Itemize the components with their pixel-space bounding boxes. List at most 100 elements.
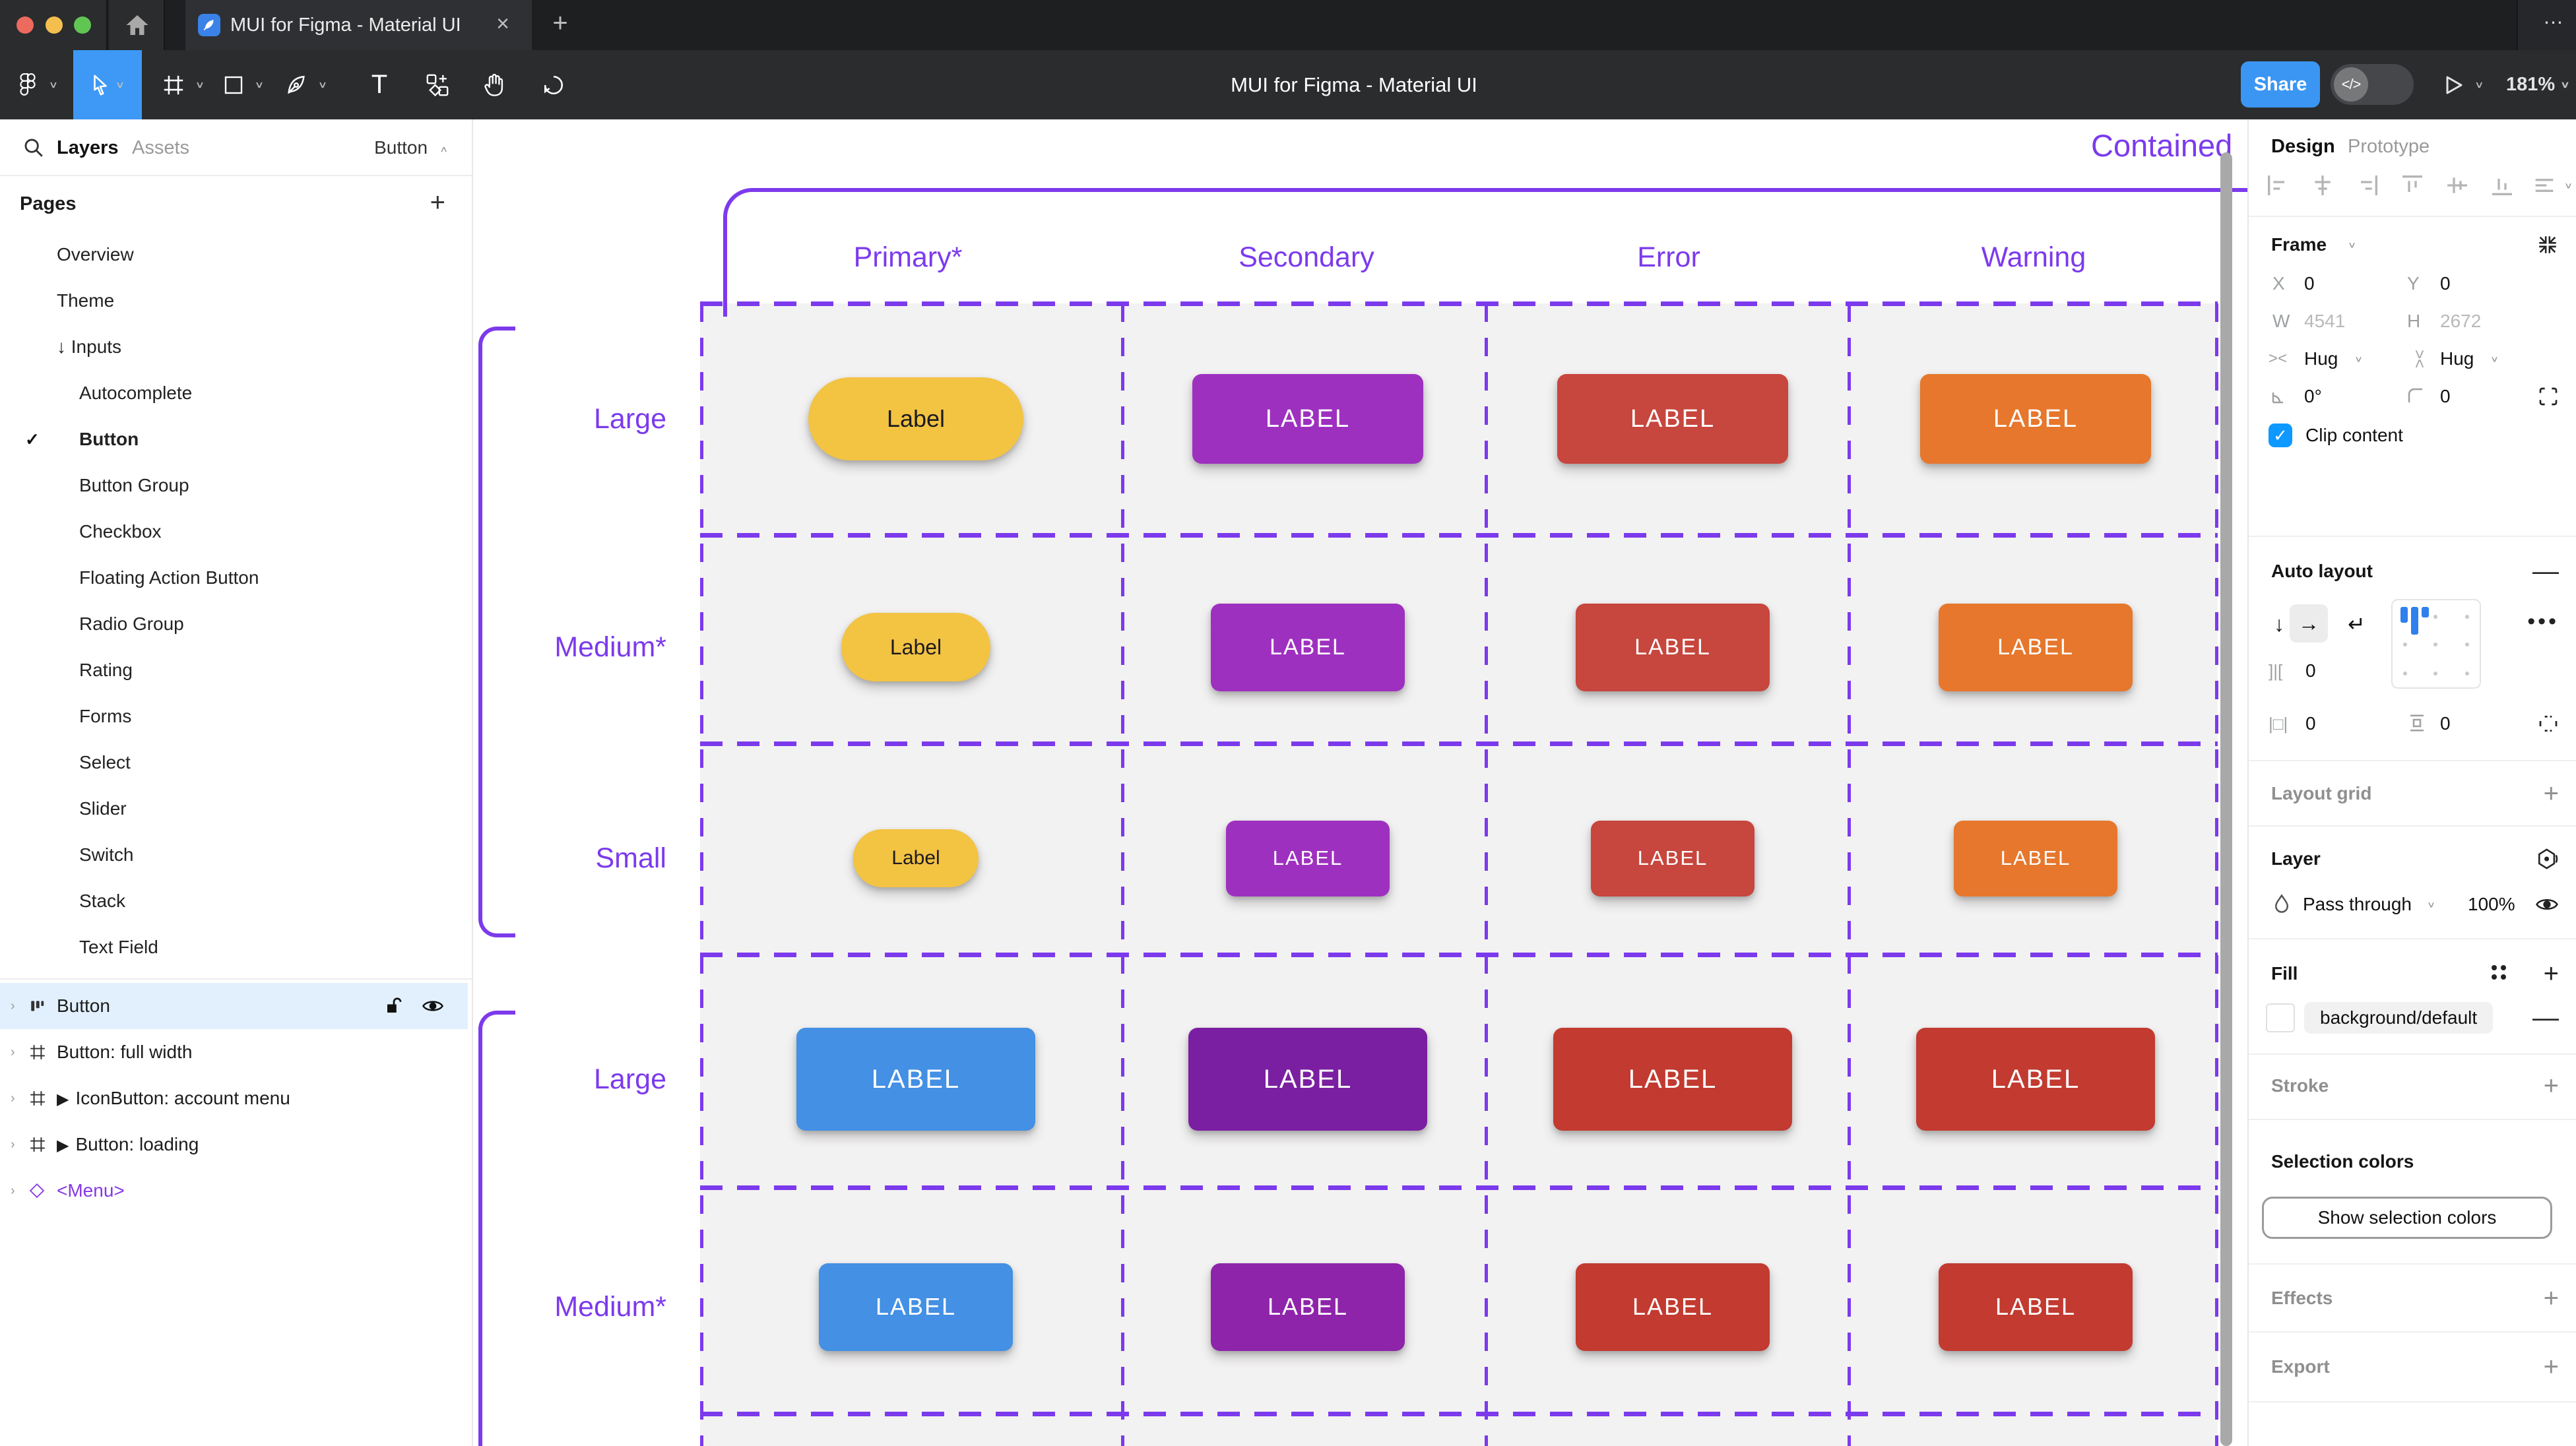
mui-button-medium-error[interactable]: LABEL [1576, 1263, 1770, 1351]
minimize-window-button[interactable] [46, 16, 63, 34]
zoom-window-button[interactable] [74, 16, 91, 34]
frame-section-title[interactable]: Frame [2271, 234, 2327, 255]
layer-row[interactable]: ›Button: full width [0, 1029, 468, 1075]
present-play-icon[interactable] [2441, 73, 2465, 97]
shape-tool-chevron-icon[interactable]: ∨ [254, 80, 265, 90]
frame-tool-icon[interactable] [157, 50, 190, 119]
add-export-button[interactable]: + [2543, 1352, 2559, 1381]
auto-layout-alignment-grid[interactable] [2391, 599, 2481, 689]
mui-button-large-primary[interactable]: Label [808, 377, 1023, 460]
search-icon[interactable] [22, 137, 45, 159]
page-item[interactable]: ✓Button [0, 416, 472, 462]
browser-tab[interactable]: MUI for Figma - Material UI × [185, 0, 532, 50]
pen-tool-chevron-icon[interactable]: ∨ [317, 80, 328, 90]
add-page-button[interactable]: + [430, 188, 445, 217]
text-tool-icon[interactable]: T [371, 70, 388, 99]
layer-row[interactable]: ›<Menu> [0, 1168, 468, 1214]
y-value[interactable]: 0 [2440, 273, 2451, 294]
page-item[interactable]: Autocomplete [0, 370, 472, 416]
blend-mode-icon[interactable] [2536, 843, 2559, 875]
independent-corners-icon[interactable] [2538, 381, 2559, 412]
page-item[interactable]: Theme [0, 278, 472, 324]
tab-close-icon[interactable]: × [496, 11, 509, 36]
component-scope-dropdown[interactable]: Button ∨ [374, 119, 448, 176]
mui-button-large-secondary[interactable]: LABEL [1192, 374, 1423, 464]
mui-button-large-primary[interactable]: LABEL [796, 1028, 1035, 1131]
expand-chevron-icon[interactable]: › [11, 998, 15, 1013]
mui-button-medium-secondary[interactable]: LABEL [1211, 1263, 1405, 1351]
page-item[interactable]: Select [0, 739, 472, 786]
pen-tool-icon[interactable] [280, 50, 313, 119]
hug-horizontal-value[interactable]: Hug [2304, 348, 2338, 369]
page-item[interactable]: Forms [0, 693, 472, 739]
expand-chevron-icon[interactable]: › [11, 1044, 15, 1059]
expand-chevron-icon[interactable]: › [11, 1183, 15, 1198]
mui-button-large-secondary[interactable]: LABEL [1188, 1028, 1427, 1131]
layer-row[interactable]: ›▶Button: loading [0, 1121, 468, 1168]
blend-mode-value[interactable]: Pass through [2303, 894, 2412, 914]
frame-tool-chevron-icon[interactable]: ∨ [195, 80, 205, 90]
opacity-value[interactable]: 100% [2468, 894, 2515, 914]
clip-content-checkbox[interactable]: ✓ [2269, 424, 2292, 447]
auto-layout-wrap-icon[interactable]: ↵ [2348, 612, 2366, 636]
expand-chevron-icon[interactable]: › [11, 1137, 15, 1152]
align-h-center-icon[interactable] [2309, 172, 2336, 199]
layer-row[interactable]: ›Button [0, 983, 468, 1029]
new-tab-button[interactable]: + [552, 9, 568, 38]
page-item[interactable]: Button Group [0, 462, 472, 509]
collapse-panel-icon[interactable] [2536, 229, 2559, 261]
mui-button-medium-warning[interactable]: LABEL [1939, 1263, 2133, 1351]
close-window-button[interactable] [16, 16, 34, 34]
mui-button-medium-warning[interactable]: LABEL [1939, 603, 2133, 691]
mui-button-small-warning[interactable]: LABEL [1954, 820, 2117, 896]
page-item[interactable]: Checkbox [0, 509, 472, 555]
fill-style-token[interactable]: background/default [2304, 1002, 2494, 1034]
home-tab[interactable] [109, 0, 165, 50]
corner-radius-value[interactable]: 0 [2440, 386, 2451, 406]
tab-prototype[interactable]: Prototype [2348, 136, 2430, 157]
mui-button-large-warning[interactable]: LABEL [1920, 374, 2151, 464]
share-button[interactable]: Share [2241, 61, 2320, 108]
auto-layout-vertical-icon[interactable]: ↓ [2274, 612, 2284, 636]
page-item[interactable]: Text Field [0, 924, 472, 970]
tab-design[interactable]: Design [2271, 136, 2335, 157]
distribute-chevron-icon[interactable]: ∨ [2564, 181, 2573, 191]
horizontal-padding-value[interactable]: 0 [2305, 713, 2316, 734]
page-item[interactable]: ↓ Inputs [0, 324, 472, 370]
distribute-icon[interactable] [2531, 172, 2558, 199]
independent-padding-icon[interactable] [2538, 708, 2559, 739]
add-fill-button[interactable]: + [2543, 959, 2559, 988]
vertical-scrollbar[interactable] [2220, 152, 2232, 1446]
rotation-value[interactable]: 0° [2304, 386, 2322, 406]
mui-button-medium-primary[interactable]: Label [841, 613, 990, 681]
vertical-padding-value[interactable]: 0 [2440, 713, 2451, 734]
fill-styles-icon[interactable] [2492, 958, 2509, 990]
mui-button-small-secondary[interactable]: LABEL [1226, 820, 1390, 896]
dev-mode-toggle[interactable]: </> [2331, 64, 2414, 105]
auto-layout-horizontal-selected[interactable]: → [2290, 604, 2328, 643]
page-item[interactable]: Stack [0, 878, 472, 924]
hand-tool-icon[interactable] [476, 50, 512, 119]
frame-name-contained[interactable]: Contained [2091, 128, 2233, 163]
align-bottom-icon[interactable] [2489, 172, 2515, 199]
page-item[interactable]: Overview [0, 232, 472, 278]
remove-fill-button[interactable]: — [2532, 1003, 2559, 1032]
mui-button-large-warning[interactable]: LABEL [1916, 1028, 2155, 1131]
main-menu-chevron-icon[interactable]: ∨ [48, 80, 59, 90]
main-menu-figma-icon[interactable] [12, 50, 44, 119]
mui-button-large-error[interactable]: LABEL [1553, 1028, 1792, 1131]
resources-tool-icon[interactable] [420, 50, 455, 119]
add-effect-button[interactable]: + [2543, 1283, 2559, 1313]
move-tool-selected[interactable]: ∨ [73, 50, 142, 119]
mui-button-small-primary[interactable]: Label [853, 829, 979, 887]
present-chevron-icon[interactable]: ∨ [2474, 80, 2484, 90]
show-selection-colors-button[interactable]: Show selection colors [2262, 1197, 2552, 1239]
tab-layers[interactable]: Layers [57, 137, 119, 158]
layer-row[interactable]: ›▶IconButton: account menu [0, 1075, 468, 1121]
tab-assets[interactable]: Assets [132, 137, 190, 158]
page-item[interactable]: Switch [0, 832, 472, 878]
mui-button-medium-secondary[interactable]: LABEL [1211, 603, 1405, 691]
unlock-icon[interactable] [385, 996, 403, 1016]
frame-chevron-icon[interactable]: ∨ [2348, 240, 2357, 250]
align-right-icon[interactable] [2354, 172, 2381, 199]
